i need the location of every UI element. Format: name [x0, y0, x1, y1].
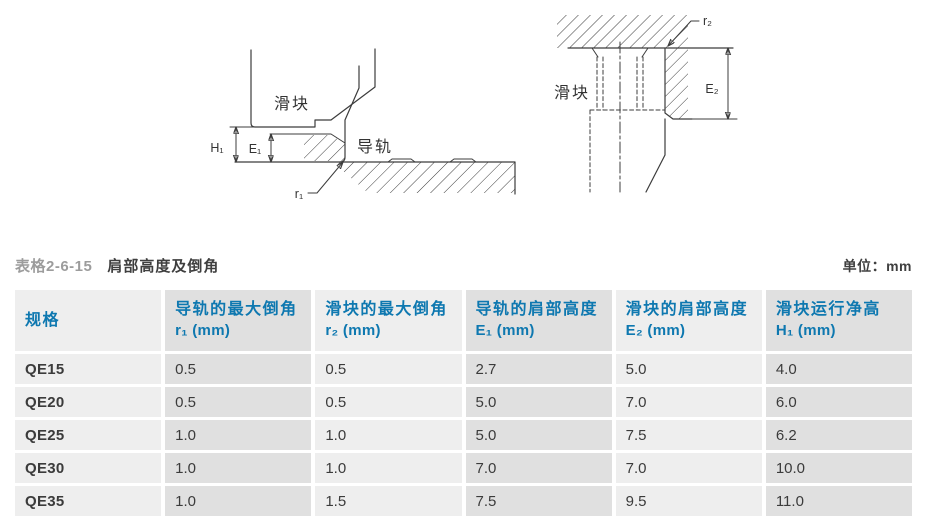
e1-dimension-label: E₁: [249, 142, 262, 156]
column-header-spec: 规格: [15, 290, 162, 351]
value-cell: 1.0: [165, 486, 312, 516]
shoulder-block-hatching: [665, 48, 688, 119]
left-diagram: 滑块 导轨 H₁ E₁ r₁: [210, 48, 516, 201]
column-header-label: 导轨的最大倒角: [175, 301, 298, 318]
value-cell: 0.5: [315, 387, 462, 417]
table-name: 肩部高度及倒角: [107, 258, 220, 275]
value-cell: 1.0: [165, 420, 312, 450]
value-cell: 7.5: [615, 420, 762, 450]
column-header-label: 滑块运行净高: [775, 301, 881, 318]
spec-cell: QE25: [15, 420, 162, 450]
slider-label: 滑块: [554, 84, 590, 102]
unit-label: 单位：mm: [842, 258, 912, 274]
value-cell: 7.0: [615, 453, 762, 483]
table-title-left: 表格2-6-15 肩部高度及倒角: [15, 255, 219, 276]
column-header-r2: 滑块的最大倒角 r₂ (mm): [315, 290, 462, 351]
bolt-hole-hidden-lines: [596, 56, 644, 111]
spec-cell: QE20: [15, 387, 162, 417]
value-cell: 7.0: [615, 387, 762, 417]
column-header-h1: 滑块运行净高 H₁ (mm): [765, 290, 912, 351]
data-table: 规格 导轨的最大倒角 r₁ (mm) 滑块的最大倒角 r₂ (mm) 导轨的肩部…: [15, 290, 912, 516]
r2-leader-line: [668, 20, 700, 46]
value-cell: 9.5: [615, 486, 762, 516]
shoulder-hatching: [304, 135, 345, 161]
spec-cell: QE35: [15, 486, 162, 516]
column-header-label: 滑块的最大倒角: [325, 301, 448, 318]
countersink-chamfer: [591, 47, 649, 58]
value-cell: 0.5: [165, 354, 312, 384]
column-header-symbol: E₂ (mm): [625, 322, 686, 339]
value-cell: 6.0: [765, 387, 912, 417]
slider-outline: [250, 48, 376, 128]
value-cell: 7.0: [465, 453, 612, 483]
column-header-label: 导轨的肩部高度: [475, 301, 599, 318]
right-diagram: 滑块 r₂ E₂: [554, 14, 738, 193]
column-header-e2: 滑块的肩部高度 E₂ (mm): [615, 290, 762, 351]
value-cell: 6.2: [765, 420, 912, 450]
value-cell: 1.0: [315, 453, 462, 483]
slider-right-edge: [645, 118, 666, 193]
column-header-label: 滑块的肩部高度: [625, 301, 749, 318]
shoulder-line: [269, 133, 346, 144]
value-cell: 1.5: [315, 486, 462, 516]
r1-dimension-label: r₁: [295, 187, 303, 201]
column-header-e1: 导轨的肩部高度 E₁ (mm): [465, 290, 612, 351]
column-header-r1: 导轨的最大倒角 r₁ (mm): [165, 290, 312, 351]
table-hatching: [557, 15, 688, 48]
e2-dimension-label: E₂: [705, 82, 718, 96]
value-cell: 5.0: [615, 354, 762, 384]
value-cell: 1.0: [315, 420, 462, 450]
column-header-symbol: E₁ (mm): [475, 322, 535, 339]
slider-label: 滑块: [274, 95, 310, 113]
spec-cell: QE15: [15, 354, 162, 384]
value-cell: 7.5: [465, 486, 612, 516]
rail-label: 导轨: [357, 138, 393, 156]
column-header-label: 规格: [25, 312, 61, 329]
value-cell: 0.5: [315, 354, 462, 384]
spec-cell: QE30: [15, 453, 162, 483]
h1-dimension-label: H₁: [210, 141, 223, 155]
value-cell: 11.0: [765, 486, 912, 516]
base-hatching: [333, 162, 515, 193]
r1-leader-line: [307, 162, 343, 194]
table-number: 表格2-6-15: [15, 258, 93, 275]
value-cell: 1.0: [165, 453, 312, 483]
value-cell: 5.0: [465, 420, 612, 450]
value-cell: 5.0: [465, 387, 612, 417]
seat-bumps: [387, 158, 477, 163]
value-cell: 2.7: [465, 354, 612, 384]
column-header-symbol: r₂ (mm): [325, 322, 381, 339]
value-cell: 0.5: [165, 387, 312, 417]
r2-dimension-label: r₂: [703, 14, 712, 28]
column-header-symbol: H₁ (mm): [775, 322, 836, 339]
datum-line: [234, 161, 516, 195]
slider-hidden-outline: [589, 109, 666, 193]
column-header-symbol: r₁ (mm): [175, 322, 231, 339]
table-title-bar: 表格2-6-15 肩部高度及倒角 单位：mm: [15, 255, 912, 276]
value-cell: 10.0: [765, 453, 912, 483]
value-cell: 4.0: [765, 354, 912, 384]
